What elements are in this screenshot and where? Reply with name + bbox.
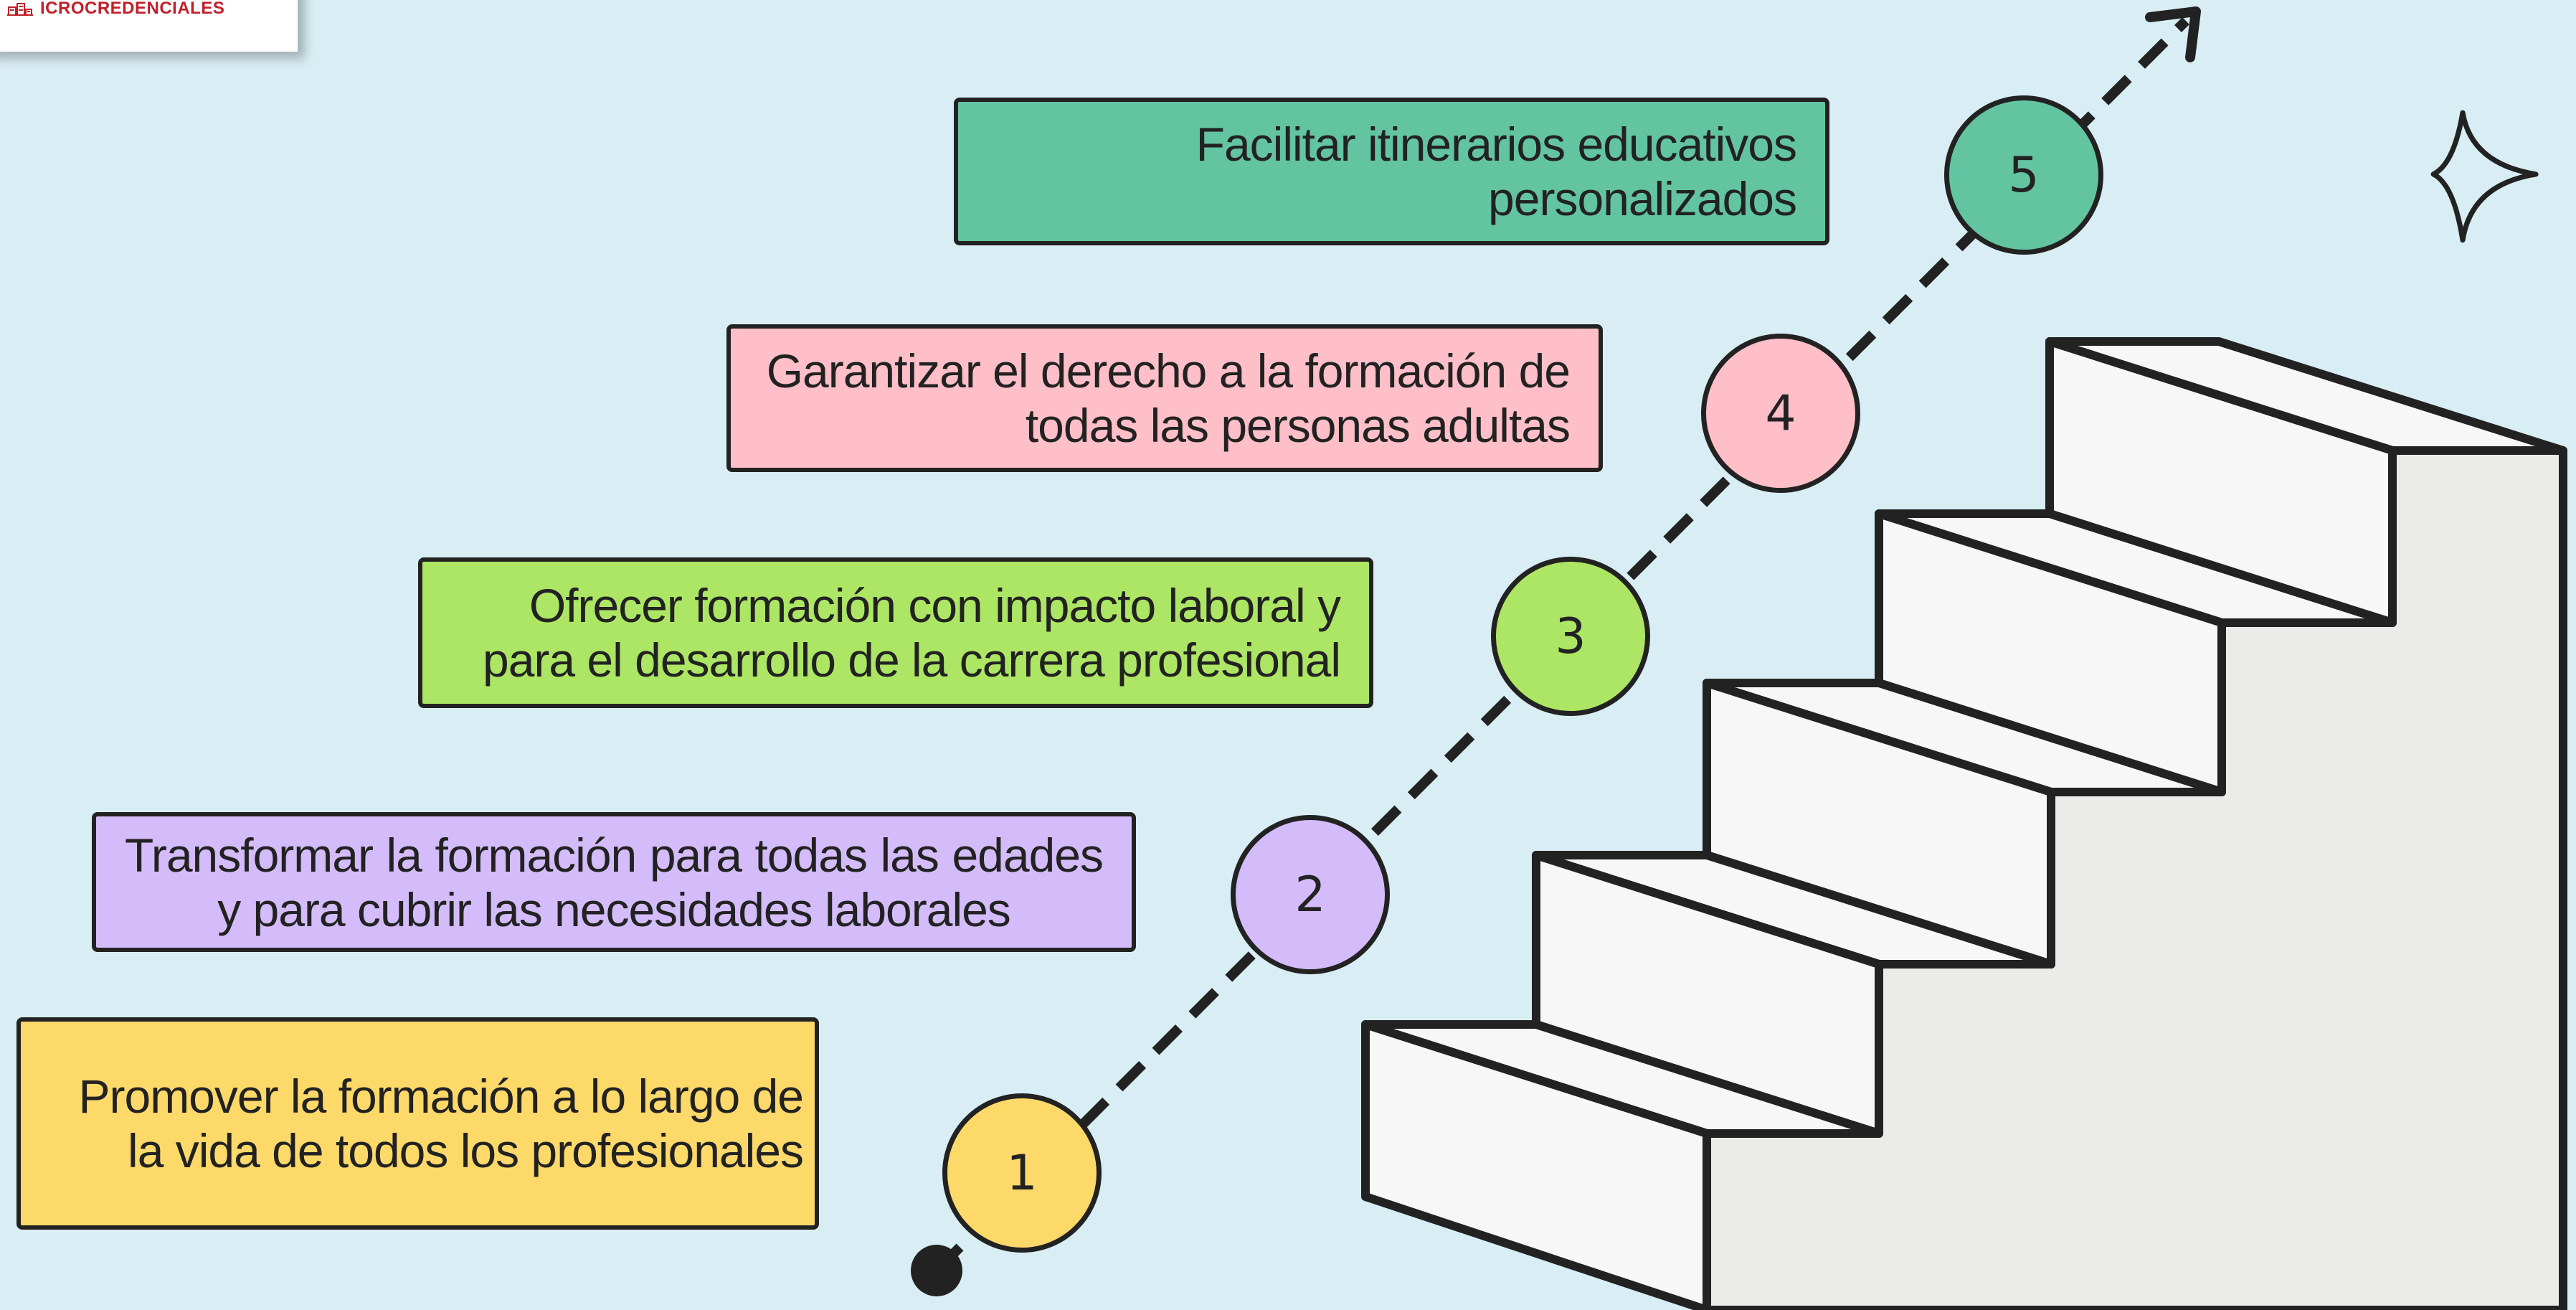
building-logo-icon	[7, 3, 33, 16]
goal-2-text: Transformar la formación para todas las …	[125, 828, 1104, 936]
goal-4-box: Garantizar el derecho a la formación de …	[726, 324, 1603, 472]
step-3-circle: 3	[1491, 557, 1650, 716]
step-1-circle: 1	[942, 1093, 1102, 1253]
goal-3-text: Ofrecer formación con impacto laboral y …	[482, 579, 1341, 687]
goal-2-box: Transformar la formación para todas las …	[92, 812, 1136, 952]
goal-1-text: Promover la formación a lo largo de la v…	[78, 1070, 805, 1177]
logo-card: ICROCREDENCIALES	[0, 0, 298, 52]
goal-5-box: Facilitar itinerarios educativos persona…	[954, 98, 1829, 245]
step-2-circle: 2	[1231, 815, 1390, 974]
logo: ICROCREDENCIALES	[6, 0, 224, 19]
arrow-start-dot	[911, 1245, 962, 1296]
goal-1-box: Promover la formación a lo largo de la v…	[16, 1017, 819, 1230]
goal-4-text: Garantizar el derecho a la formación de …	[766, 344, 1571, 452]
goal-5-text: Facilitar itinerarios educativos persona…	[1195, 118, 1797, 225]
step-4-circle: 4	[1701, 334, 1860, 493]
goal-3-box: Ofrecer formación con impacto laboral y …	[418, 557, 1373, 708]
logo-text: ICROCREDENCIALES	[40, 0, 225, 18]
step-5-circle: 5	[1944, 95, 2103, 255]
